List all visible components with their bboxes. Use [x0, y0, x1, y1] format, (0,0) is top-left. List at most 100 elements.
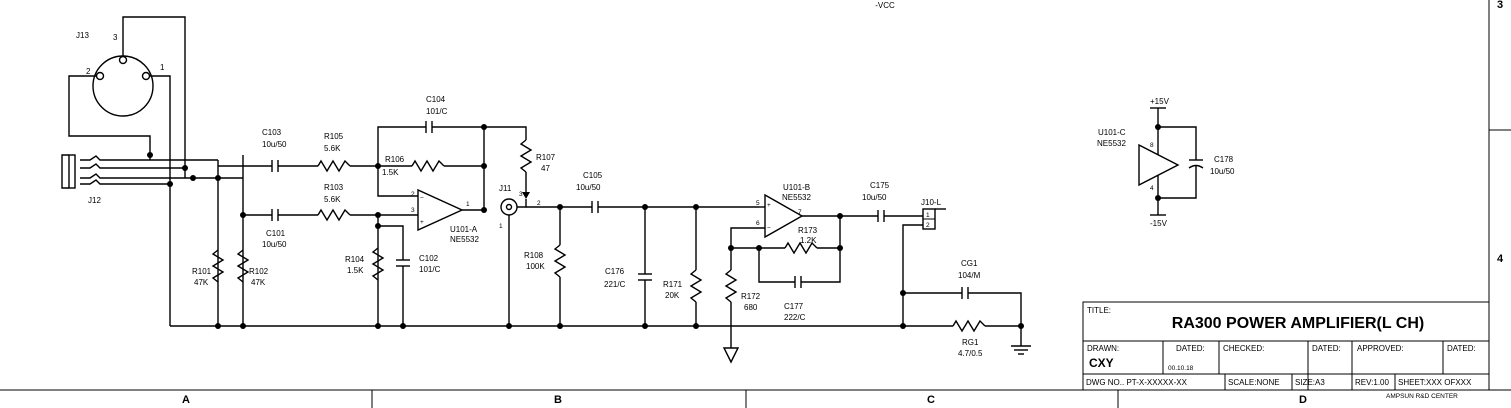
r107-value: 47	[541, 164, 550, 173]
r173-ref: R173	[798, 226, 818, 235]
drawing-title: RA300 POWER AMPLIFIER(L CH)	[1172, 315, 1424, 332]
dated2-label: DATED:	[1312, 344, 1341, 353]
company-name: AMPSUN R&D CENTER	[1386, 393, 1458, 400]
zone-label-b: B	[554, 394, 562, 406]
wire	[968, 292, 1022, 326]
wire	[377, 126, 426, 166]
junction-dot	[375, 223, 381, 229]
dwg-no: DWG NO.. PT-X-XXXXX-XX	[1086, 378, 1188, 387]
c176-value: 221/C	[604, 280, 626, 289]
r171-value: 20K	[665, 291, 680, 300]
r101-ref: R101	[192, 267, 212, 276]
resistor-r101	[211, 249, 225, 283]
c178-value: 10u/50	[1210, 167, 1235, 176]
j10-pin-1: 1	[926, 212, 930, 219]
wire	[484, 126, 527, 140]
xlr-pin-1	[141, 71, 151, 81]
u101b-pin-5: 5	[756, 200, 760, 207]
title-label: TITLE:	[1087, 306, 1111, 315]
u101b-value: NE5532	[782, 193, 811, 202]
wire	[730, 227, 765, 270]
jack-body-j12	[61, 154, 69, 189]
c175-value: 10u/50	[862, 193, 887, 202]
junction-dot	[215, 175, 221, 181]
resistor-r173	[784, 241, 818, 255]
resistor-r103	[317, 208, 351, 222]
resistor-rg1	[952, 319, 986, 333]
title-block-frame	[1082, 301, 1490, 391]
c176-ref: C176	[605, 267, 625, 276]
plus15v-label: +15V	[1150, 97, 1170, 106]
u101a-pin-1: 1	[466, 201, 470, 208]
c178-ref: C178	[1214, 155, 1234, 164]
u101b-pin-6: 6	[756, 220, 760, 227]
u101c-pin-4: 4	[1150, 185, 1154, 192]
resistor-r102	[236, 249, 250, 283]
jack-contact-ring	[80, 163, 185, 169]
dated-value: 00.10.18	[1168, 365, 1194, 372]
xlr-connector-j13	[92, 55, 154, 117]
c101-value: 10u/50	[262, 240, 287, 249]
r173-value: 1.2K	[800, 236, 817, 245]
c104-ref: C104	[426, 95, 446, 104]
resistor-r104	[371, 247, 385, 281]
wire	[378, 225, 404, 260]
zone-label-c: C	[927, 394, 935, 406]
junction-dot	[481, 207, 487, 213]
wire	[1158, 166, 1197, 199]
r101-value: 47K	[194, 278, 209, 287]
rg1-value: 4.7/0.5	[958, 349, 983, 358]
wiper-arrow	[522, 192, 530, 199]
u101a-pin-2: 2	[411, 191, 415, 198]
junction-dot	[375, 323, 381, 329]
wire-j13-pin1	[150, 75, 171, 326]
c103-value: 10u/50	[262, 140, 287, 149]
resistor-r105	[317, 159, 351, 173]
r104-ref: R104	[345, 255, 365, 264]
resistor-r107	[519, 139, 533, 173]
j12-label: J12	[88, 196, 101, 205]
dated-label: DATED:	[1176, 344, 1205, 353]
r102-ref: R102	[249, 267, 269, 276]
u101b-ref: U101-B	[783, 183, 810, 192]
u101a-plus-sign: +	[420, 219, 424, 226]
capacitor-c178	[1188, 164, 1204, 169]
c102-value: 101/C	[419, 265, 441, 274]
junction-dot	[182, 165, 188, 171]
j13-pin3-label: 3	[113, 33, 118, 42]
vcc-label: -VCC	[875, 1, 895, 10]
wire	[462, 127, 485, 211]
junction-dot	[215, 323, 221, 329]
wire	[1158, 126, 1197, 160]
r106-ref: R106	[385, 155, 405, 164]
drawn-label: DRAWN:	[1087, 344, 1119, 353]
dated3-label: DATED:	[1447, 344, 1476, 353]
r108-value: 100K	[526, 262, 545, 271]
c105-ref: C105	[583, 171, 603, 180]
junction-dot	[557, 323, 563, 329]
cg1-ref: CG1	[961, 259, 978, 268]
c177-value: 222/C	[784, 313, 806, 322]
xlr-pin-3	[118, 55, 128, 65]
j11-pin-3: 3	[519, 191, 523, 198]
junction-dot	[240, 323, 246, 329]
j13-pin2-label: 2	[86, 67, 91, 76]
resistor-r172	[724, 269, 738, 303]
r103-value: 5.6K	[324, 195, 341, 204]
r102-value: 47K	[251, 278, 266, 287]
jack-contact-ring-switch	[80, 173, 185, 179]
jack-contact-sleeve	[80, 179, 170, 185]
xlr-pin-2	[95, 71, 105, 81]
size: SIZE:A3	[1295, 378, 1325, 387]
u101a-minus-sign: −	[420, 195, 424, 202]
r172-value: 680	[744, 303, 758, 312]
r104-value: 1.5K	[347, 266, 364, 275]
r105-value: 5.6K	[324, 144, 341, 153]
cg1-value: 104/M	[958, 271, 981, 280]
c101-ref: C101	[266, 229, 286, 238]
u101a-ref: U101-A	[450, 225, 478, 234]
minus15v-label: -15V	[1150, 219, 1168, 228]
r103-ref: R103	[324, 183, 344, 192]
junction-dot	[642, 323, 648, 329]
